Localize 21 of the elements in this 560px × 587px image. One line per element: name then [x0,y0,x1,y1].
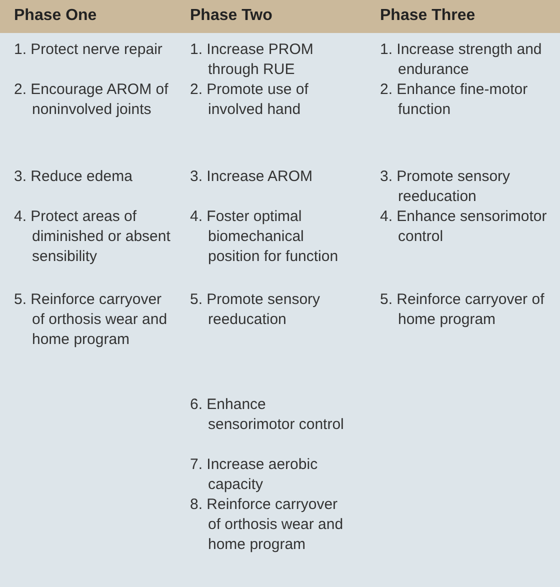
column-heading: Phase Three [380,7,476,25]
list-item: 5. Promote sensory reeducation [190,290,322,330]
list-item: 3. Reduce edema [14,167,134,187]
list-item: 2. Encourage AROM of noninvolved joints [14,80,170,120]
list-item: 3. Promote sensory reeducation [380,167,512,207]
list-item: 4. Protect areas of diminished or absent sensibility [14,207,172,267]
list-item: 7. Increase aerobic capacity [190,455,319,495]
list-item: 5. Reinforce carryover of home program [380,290,546,330]
list-item: 4. Enhance sensorimotor control [380,207,548,247]
list-item: 6. Enhance sensorimotor control [190,395,345,435]
list-item: 2. Enhance fine-motor function [380,80,529,120]
list-item: 1. Protect nerve repair [14,40,164,60]
list-item: 4. Foster optimal biomechanical position for function [190,207,340,267]
list-item: 8. Reinforce carryover of orthosis wear and home program [190,495,344,555]
list-item: 5. Reinforce carryover of orthosis wear and home program [14,290,168,350]
list-item: 2. Promote use of involved hand [190,80,310,120]
column-heading: Phase Two [190,7,272,25]
column-heading: Phase One [14,7,97,25]
list-item: 1. Increase PROM through RUE [190,40,314,80]
list-item: 1. Increase strength and endurance [380,40,543,80]
list-item: 3. Increase AROM [190,167,314,187]
